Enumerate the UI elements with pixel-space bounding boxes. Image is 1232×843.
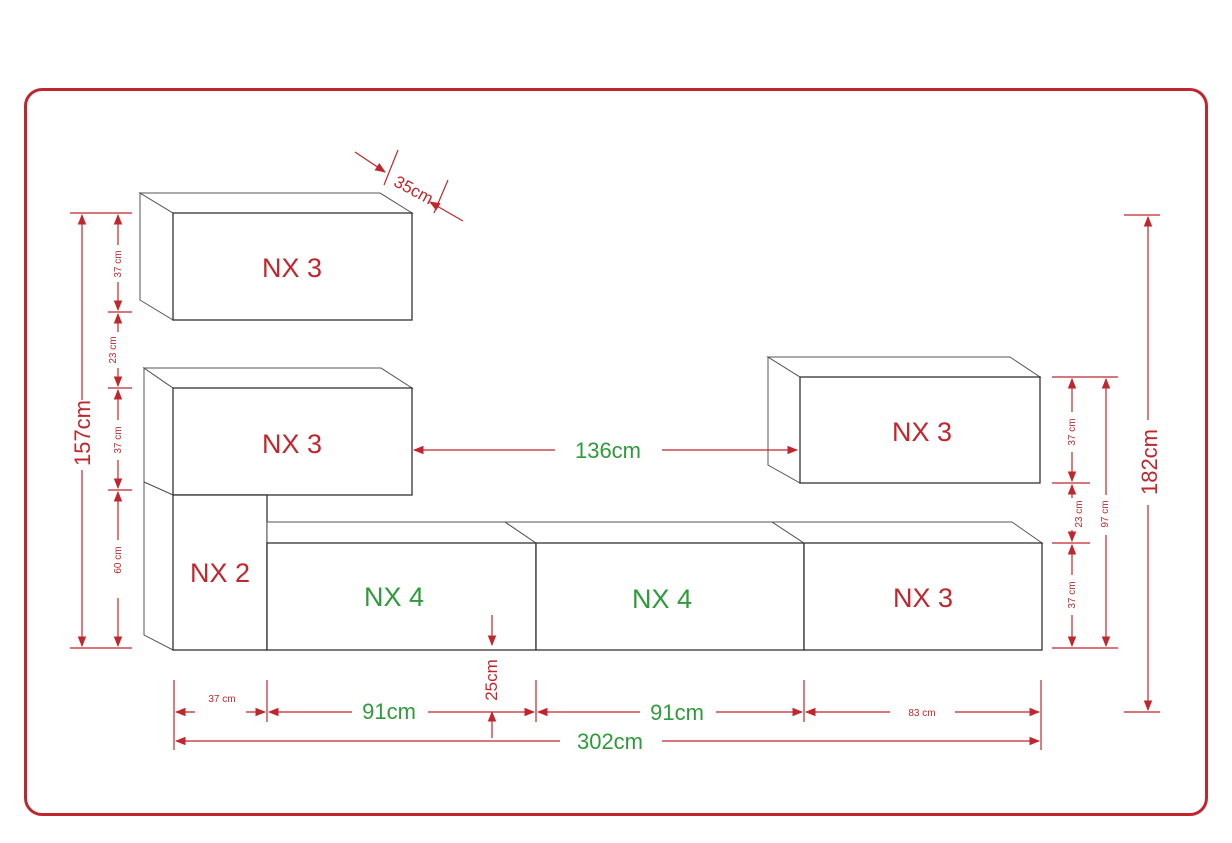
left-total-label: 157cm: [70, 400, 95, 466]
gap-label: 136cm: [575, 438, 641, 463]
floor-gap-dimension: 25cm: [482, 615, 501, 738]
cabinet-bottom-3: NX 3: [770, 521, 1044, 651]
cabinet-top-left: NX 3: [138, 192, 414, 321]
gap-dimension: 136cm: [412, 438, 799, 463]
cabinet-bottom-1: NX 4: [266, 521, 538, 651]
diagram-frame: [24, 88, 1208, 816]
cabinet-side-left: NX 2: [143, 481, 268, 651]
label-mid-left: NX 3: [262, 429, 322, 459]
label-top-left: NX 3: [262, 253, 322, 283]
width-bottom-1-label: 91cm: [362, 699, 416, 724]
right-upper-cabinet-label: 37 cm: [1067, 418, 1078, 445]
label-bottom-1: NX 4: [364, 582, 424, 612]
floor-gap-label: 25cm: [482, 659, 501, 701]
depth-label: 35cm: [391, 172, 437, 208]
cabinet-right-upper: NX 3: [766, 356, 1042, 484]
left-top-cabinet-label: 37 cm: [113, 250, 124, 277]
right-height-dimensions: 37 cm 23 cm 37 cm 97 cm 182cm: [1052, 214, 1162, 713]
right-gap-label: 23 cm: [1074, 500, 1085, 527]
width-side-label: 37 cm: [208, 694, 235, 705]
width-bottom-3-label: 83 cm: [908, 708, 935, 719]
label-side-left: NX 2: [190, 558, 250, 588]
width-total-label: 302cm: [577, 729, 643, 754]
left-lower-label: 60 cm: [113, 546, 124, 573]
left-gap-label: 23 cm: [108, 336, 119, 363]
width-bottom-2-label: 91cm: [650, 700, 704, 725]
label-right-upper: NX 3: [892, 417, 952, 447]
width-dimensions: 37 cm 91cm 91cm 83 cm 302cm: [173, 680, 1042, 754]
cabinet-mid-left: NX 3: [142, 367, 414, 496]
label-bottom-2: NX 4: [632, 584, 692, 614]
left-mid-cabinet-label: 37 cm: [113, 426, 124, 453]
cabinet-bottom-2: NX 4: [503, 521, 806, 651]
right-lower-cabinet-label: 37 cm: [1067, 581, 1078, 608]
left-height-dimensions: 157cm 37 cm 23 cm 37 cm 60 cm: [70, 212, 132, 649]
right-total-label: 182cm: [1137, 429, 1162, 495]
right-combined-label: 97 cm: [1100, 500, 1111, 527]
label-bottom-3: NX 3: [893, 583, 953, 613]
